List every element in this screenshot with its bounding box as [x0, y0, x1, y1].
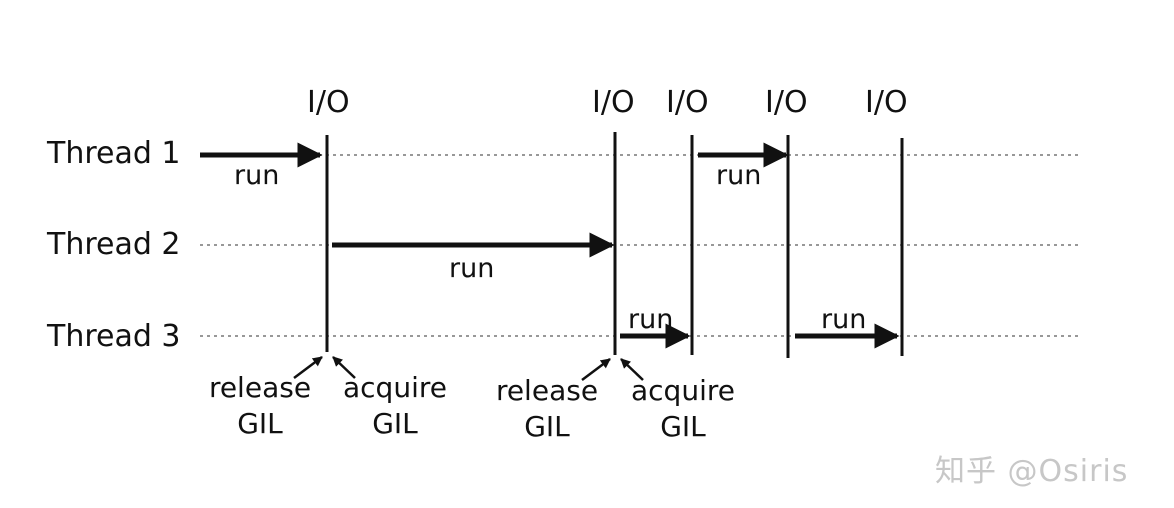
gil-text: GIL [372, 407, 418, 440]
acquire-pointer-2 [620, 358, 644, 381]
io-label-5: I/O [865, 85, 908, 120]
release-gil-label-2: release GIL [482, 373, 612, 445]
release-pointer-2 [581, 358, 611, 381]
thread-1-label: Thread 1 [47, 136, 181, 171]
run-label-thread-2: run [449, 253, 495, 284]
run-label-thread-1-a: run [234, 160, 280, 191]
thread-2-label: Thread 2 [47, 227, 181, 262]
acquire-pointer-1 [332, 356, 356, 379]
io-label-4: I/O [765, 85, 808, 120]
acquire-text: acquire [343, 371, 447, 404]
release-text: release [208, 371, 312, 404]
gil-text: GIL [524, 410, 570, 443]
run-label-thread-1-b: run [716, 160, 762, 191]
gil-text: GIL [237, 407, 283, 440]
acquire-gil-label-1: acquire GIL [330, 370, 460, 442]
gil-text: GIL [660, 410, 706, 443]
thread-3-label: Thread 3 [47, 319, 181, 354]
watermark: 知乎 @Osiris [935, 454, 1129, 489]
release-gil-label-1: release GIL [195, 370, 325, 442]
acquire-text: acquire [631, 374, 735, 407]
run-label-thread-3-b: run [821, 304, 867, 335]
release-text: release [495, 374, 599, 407]
io-label-2: I/O [592, 85, 635, 120]
io-label-3: I/O [666, 85, 709, 120]
run-label-thread-3-a: run [628, 304, 674, 335]
acquire-gil-label-2: acquire GIL [618, 373, 748, 445]
io-label-1: I/O [307, 85, 350, 120]
release-pointer-1 [293, 356, 323, 379]
